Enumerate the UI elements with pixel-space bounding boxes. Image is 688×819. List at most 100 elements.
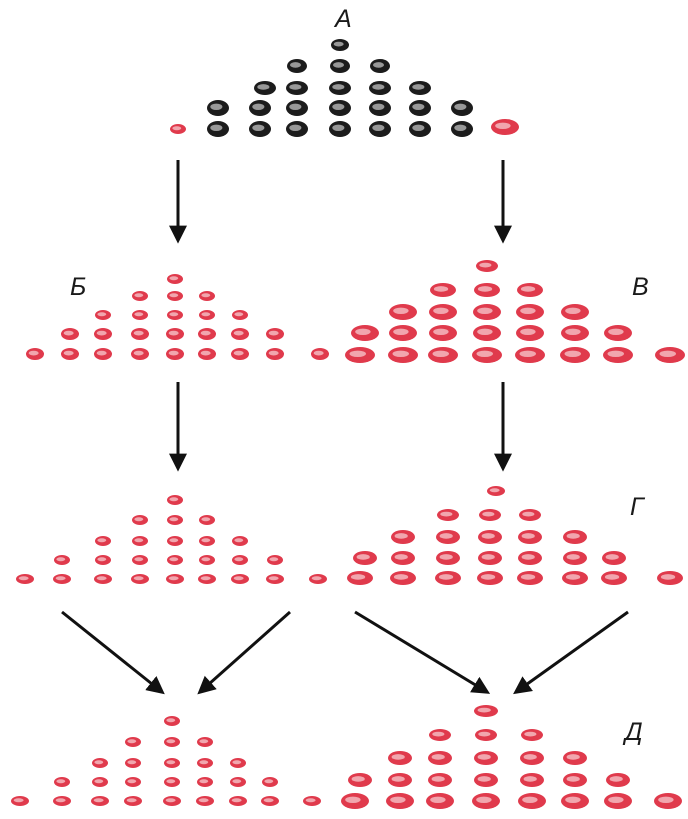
red-bean-highlight bbox=[521, 554, 535, 560]
red-bean-highlight bbox=[565, 328, 581, 335]
red-bean-highlight bbox=[233, 576, 244, 581]
label-g: Г bbox=[630, 493, 646, 521]
red-bean-highlight bbox=[166, 779, 176, 784]
red-bean-highlight bbox=[55, 576, 66, 581]
red-bean-highlight bbox=[477, 776, 491, 782]
red-bean-highlight bbox=[349, 350, 366, 357]
red-bean-highlight bbox=[96, 576, 107, 581]
black-bean-highlight bbox=[333, 41, 344, 47]
red-bean-highlight bbox=[524, 731, 537, 737]
red-bean-highlight bbox=[234, 538, 244, 543]
black-bean-highlight bbox=[257, 84, 270, 90]
red-bean-highlight bbox=[56, 557, 66, 562]
red-bean-highlight bbox=[522, 511, 535, 517]
red-bean-highlight bbox=[659, 350, 676, 357]
red-bean-highlight bbox=[172, 126, 182, 131]
red-bean-highlight bbox=[564, 350, 581, 357]
bean-pile-g-right bbox=[347, 486, 683, 585]
red-bean-highlight bbox=[431, 776, 445, 782]
red-bean-highlight bbox=[609, 776, 623, 782]
red-bean-highlight bbox=[201, 312, 211, 317]
red-bean-highlight bbox=[394, 554, 408, 560]
red-bean-highlight bbox=[134, 517, 144, 522]
red-bean-highlight bbox=[169, 276, 179, 281]
red-bean-highlight bbox=[495, 122, 511, 129]
red-bean-highlight bbox=[96, 330, 107, 336]
label-b: Б bbox=[70, 273, 86, 301]
black-bean-highlight bbox=[252, 103, 265, 111]
red-bean-highlight bbox=[199, 739, 209, 744]
red-bean-highlight bbox=[97, 312, 107, 317]
red-bean-highlight bbox=[169, 293, 179, 298]
red-bean-highlight bbox=[94, 760, 104, 765]
red-bean-highlight bbox=[432, 350, 449, 357]
red-bean-highlight bbox=[200, 330, 211, 336]
arrow-g-right-to-d-right-a bbox=[354, 610, 491, 694]
red-bean-highlight bbox=[392, 350, 409, 357]
red-bean-highlight bbox=[565, 574, 581, 580]
arrow-g-left-to-d-left-a bbox=[61, 610, 165, 695]
red-bean-highlight bbox=[391, 754, 405, 760]
red-bean-highlight bbox=[477, 328, 493, 335]
black-bean-highlight bbox=[372, 84, 385, 90]
red-bean-highlight bbox=[18, 576, 29, 581]
red-bean-highlight bbox=[433, 286, 449, 292]
red-bean-highlight bbox=[520, 286, 536, 292]
red-bean-highlight bbox=[93, 798, 104, 803]
red-bean-highlight bbox=[166, 718, 176, 723]
red-bean-highlight bbox=[169, 312, 179, 317]
red-bean-highlight bbox=[134, 557, 144, 562]
red-bean-highlight bbox=[393, 307, 409, 314]
red-bean-highlight bbox=[263, 798, 274, 803]
red-bean-highlight bbox=[440, 511, 453, 517]
arrows bbox=[61, 160, 629, 695]
red-bean-highlight bbox=[480, 574, 496, 580]
black-bean-highlight bbox=[373, 62, 384, 68]
red-bean-highlight bbox=[232, 760, 242, 765]
red-bean-highlight bbox=[232, 779, 242, 784]
black-bean-highlight bbox=[290, 62, 301, 68]
black-bean-highlight bbox=[289, 124, 302, 131]
red-bean-highlight bbox=[394, 533, 408, 539]
red-bean-highlight bbox=[523, 754, 537, 760]
red-bean-highlight bbox=[433, 307, 449, 314]
red-bean-highlight bbox=[519, 350, 536, 357]
red-bean-highlight bbox=[520, 307, 536, 314]
black-bean-highlight bbox=[412, 124, 425, 131]
red-bean-highlight bbox=[476, 796, 492, 803]
black-bean-highlight bbox=[289, 103, 302, 111]
black-bean-highlight bbox=[454, 124, 467, 131]
red-bean-highlight bbox=[311, 576, 322, 581]
red-bean-highlight bbox=[482, 511, 495, 517]
red-bean-highlight bbox=[55, 798, 66, 803]
red-bean-highlight bbox=[231, 798, 242, 803]
red-bean-highlight bbox=[489, 488, 500, 493]
red-bean-highlight bbox=[233, 350, 244, 356]
red-bean-highlight bbox=[565, 796, 581, 803]
red-bean-highlight bbox=[608, 796, 624, 803]
red-bean-highlight bbox=[169, 557, 179, 562]
red-bean-highlight bbox=[477, 286, 493, 292]
arrow-g-right-to-d-right-b bbox=[513, 610, 629, 695]
red-bean-highlight bbox=[520, 328, 536, 335]
red-bean-highlight bbox=[234, 557, 244, 562]
red-bean-highlight bbox=[439, 533, 453, 539]
red-bean-highlight bbox=[477, 307, 493, 314]
red-bean-highlight bbox=[168, 576, 179, 581]
bean-pile-v bbox=[345, 260, 685, 363]
red-bean-highlight bbox=[660, 574, 676, 580]
red-bean-highlight bbox=[566, 754, 580, 760]
red-bean-highlight bbox=[268, 350, 279, 356]
red-bean-highlight bbox=[477, 707, 491, 713]
red-bean-highlight bbox=[13, 798, 24, 803]
red-bean-highlight bbox=[133, 576, 144, 581]
red-bean-highlight bbox=[169, 517, 179, 522]
red-bean-highlight bbox=[565, 307, 581, 314]
red-bean-highlight bbox=[607, 350, 624, 357]
red-bean-highlight bbox=[168, 350, 179, 356]
bean-pile-g-left bbox=[16, 495, 327, 584]
red-bean-highlight bbox=[391, 776, 405, 782]
red-bean-highlight bbox=[481, 533, 495, 539]
red-bean-highlight bbox=[198, 798, 209, 803]
